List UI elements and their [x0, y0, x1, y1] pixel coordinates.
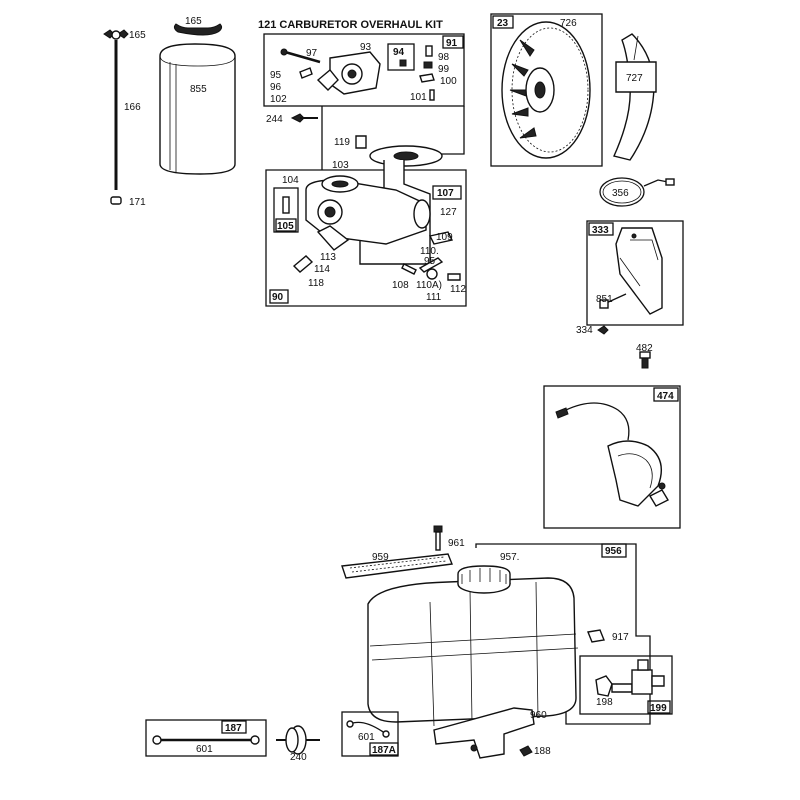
label-957: 957. — [500, 552, 519, 563]
carb-upper-body — [280, 45, 435, 101]
label-960: 960 — [530, 710, 547, 721]
air-filter-element — [159, 23, 236, 175]
fuel-tank-box — [475, 543, 651, 725]
tank-bracket-960 — [433, 707, 535, 759]
label-102: 102 — [270, 94, 287, 105]
dipstick-assembly — [103, 29, 129, 205]
armature — [599, 227, 663, 315]
label-107: 107 — [437, 188, 454, 199]
label-94: 94 — [393, 47, 405, 58]
tank-gasket-959 — [341, 553, 453, 579]
label-601-right: 601 — [358, 732, 375, 743]
fuel-line-box-187a — [341, 711, 399, 757]
label-103: 103 — [332, 160, 349, 171]
label-165-wingnut: 165 — [129, 30, 146, 41]
label-95-kit: 95 — [270, 70, 282, 81]
label-109: 109 — [436, 232, 453, 243]
carb-kit-box — [263, 33, 465, 107]
label-96: 96 — [270, 82, 282, 93]
label-93: 93 — [360, 42, 372, 53]
armature-box — [586, 220, 684, 326]
fuel-filter-240 — [276, 725, 320, 755]
label-100: 100 — [440, 76, 457, 87]
fuel-shutoff-valve — [595, 659, 665, 697]
fuel-line-601-short — [346, 720, 390, 738]
label-112: 112 — [450, 284, 466, 295]
label-104: 104 — [282, 175, 299, 186]
label-108: 108 — [392, 280, 409, 291]
label-91: 91 — [446, 38, 458, 49]
flywheel-box — [490, 13, 603, 167]
label-90: 90 — [272, 292, 284, 303]
flywheel-brake-shroud — [613, 33, 657, 161]
label-110: 110. — [420, 246, 439, 257]
label-113: 113 — [320, 252, 336, 263]
label-171: 171 — [129, 197, 146, 208]
label-119: 119 — [334, 137, 350, 148]
label-127: 127 — [440, 207, 457, 218]
label-956: 956 — [605, 546, 622, 557]
label-114: 114 — [314, 264, 330, 275]
fuel-tank — [367, 565, 579, 727]
fuel-shutoff-box — [579, 655, 673, 715]
label-105: 105 — [277, 221, 294, 232]
label-165-nut: 165 — [185, 16, 202, 27]
label-917: 917 — [612, 632, 629, 643]
label-727: 727 — [626, 73, 643, 84]
label-356: 356 — [612, 188, 629, 199]
label-726: 726 — [560, 18, 577, 29]
label-166: 166 — [124, 102, 141, 113]
label-199: 199 — [650, 703, 667, 714]
label-99: 99 — [438, 64, 450, 75]
label-97: 97 — [306, 48, 318, 59]
label-187a: 187A — [372, 745, 396, 756]
carburetor-body — [292, 145, 461, 281]
label-240: 240 — [290, 752, 307, 763]
label-482: 482 — [636, 343, 653, 354]
fuel-line-601 — [152, 735, 260, 745]
label-601-left: 601 — [196, 744, 213, 755]
label-101: 101 — [410, 92, 427, 103]
label-959: 959 — [372, 552, 389, 563]
label-244: 244 — [266, 114, 283, 125]
label-95-carb: 95 — [424, 256, 436, 267]
label-110a: 110A) — [416, 280, 442, 291]
label-187: 187 — [225, 723, 242, 734]
label-188: 188 — [534, 746, 551, 757]
flywheel — [501, 21, 591, 159]
label-23: 23 — [497, 18, 509, 29]
label-118: 118 — [308, 278, 324, 289]
fuel-line-box-187 — [145, 719, 267, 757]
ground-wire-356 — [599, 177, 675, 207]
label-474: 474 — [657, 391, 674, 402]
throttle-cable — [555, 402, 669, 507]
label-111: 111 — [426, 292, 442, 303]
label-334: 334 — [576, 325, 593, 336]
control-cable-box — [543, 385, 681, 529]
kit-title: 121 CARBURETOR OVERHAUL KIT — [258, 19, 443, 31]
label-851: 851 — [596, 294, 613, 305]
label-961: 961 — [448, 538, 465, 549]
label-198: 198 — [596, 697, 613, 708]
label-855: 855 — [190, 84, 207, 95]
label-98: 98 — [438, 52, 450, 63]
label-333: 333 — [592, 225, 609, 236]
